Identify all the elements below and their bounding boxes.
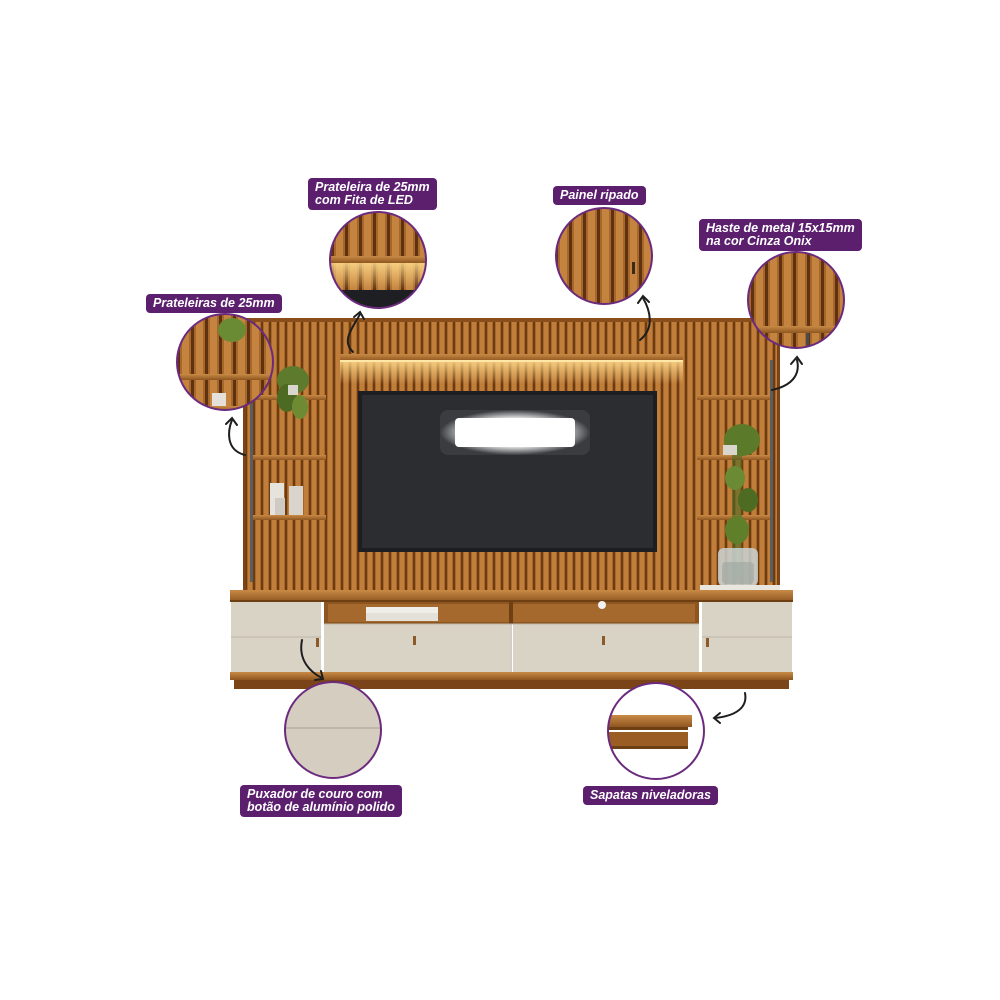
label-sapatas-niveladoras: Sapatas niveladoras (583, 786, 718, 805)
right-shelves (697, 395, 780, 590)
books (366, 607, 438, 621)
candles-left (270, 483, 303, 515)
label-painel-ripado: Painel ripado (553, 186, 646, 205)
led-shelf (340, 354, 683, 384)
label-line: com Fita de LED (315, 193, 413, 207)
label-line: botão de alumínio polido (247, 800, 395, 814)
detail-circle-slatted-panel (555, 207, 653, 305)
detail-circle-metal-rod (747, 251, 845, 349)
leather-handles (316, 636, 709, 647)
left-shelves (253, 366, 326, 520)
label-line: Painel ripado (560, 188, 639, 202)
label-line: Haste de metal 15x15mm (706, 221, 855, 235)
plant-right (723, 424, 760, 580)
label-prateleiras-25mm: Prateleiras de 25mm (146, 294, 282, 313)
tv-rack (230, 590, 793, 689)
label-prateleira-led: Prateleira de 25mm com Fita de LED (308, 178, 437, 210)
metal-rods (250, 360, 773, 582)
label-line: Prateleira de 25mm (315, 180, 430, 194)
label-puxador-couro: Puxador de couro com botão de alumínio p… (240, 785, 402, 817)
detail-circle-leveling-feet (607, 682, 705, 780)
detail-circle-shelves (176, 313, 274, 411)
label-line: Prateleiras de 25mm (153, 296, 275, 310)
callout-arrows (225, 294, 803, 724)
label-haste-metal: Haste de metal 15x15mm na cor Cinza Onix (699, 219, 862, 251)
detail-circle-leather-handle (284, 681, 382, 779)
plant-left (277, 366, 309, 419)
vase-right (718, 548, 758, 586)
label-line: Sapatas niveladoras (590, 788, 711, 802)
detail-circle-led-shelf (329, 211, 427, 309)
label-line: na cor Cinza Onix (706, 234, 812, 248)
television (358, 391, 657, 552)
label-line: Puxador de couro com (247, 787, 383, 801)
